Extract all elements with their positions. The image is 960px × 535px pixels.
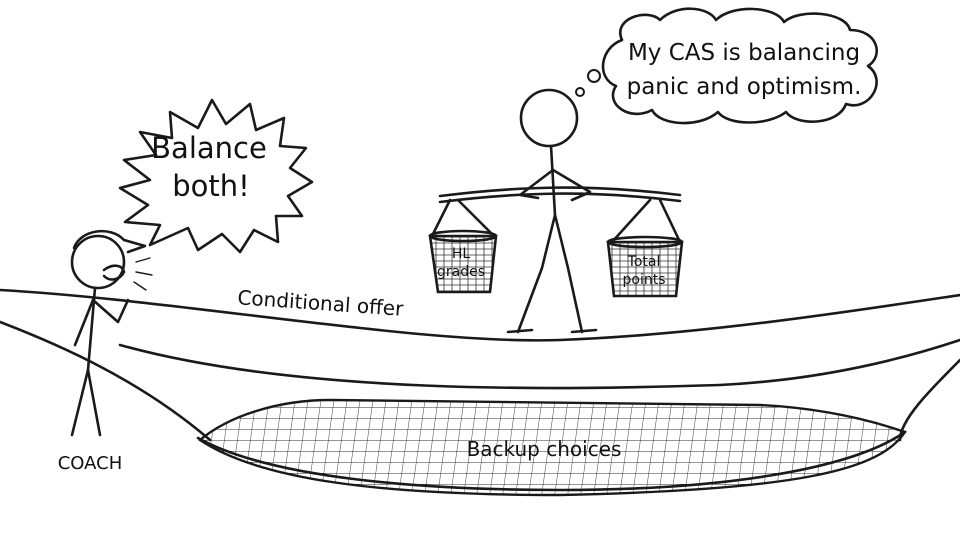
safety-net [196,398,907,497]
carrying-pole [438,186,682,204]
thought-line-2: panic and optimism. [627,74,862,100]
basket-total-points [606,198,684,298]
thought-bubble [575,7,878,125]
basket-left-line-1: HL [452,246,471,262]
coach-label: COACH [58,453,123,474]
shout-line-1: Balance [151,131,267,165]
net-label: Backup choices [467,437,622,461]
coach-figure [70,229,153,437]
basket-left-line-2: grades [437,264,485,280]
shout-burst [118,98,314,254]
basket-right-line-2: points [623,272,666,288]
basket-hl-grades [428,198,498,294]
shout-line-2: both! [172,169,250,203]
basket-right-line-1: Total [627,254,661,270]
tightrope [0,288,960,442]
walker-figure [506,88,598,334]
thought-line-1: My CAS is balancing [628,40,860,66]
